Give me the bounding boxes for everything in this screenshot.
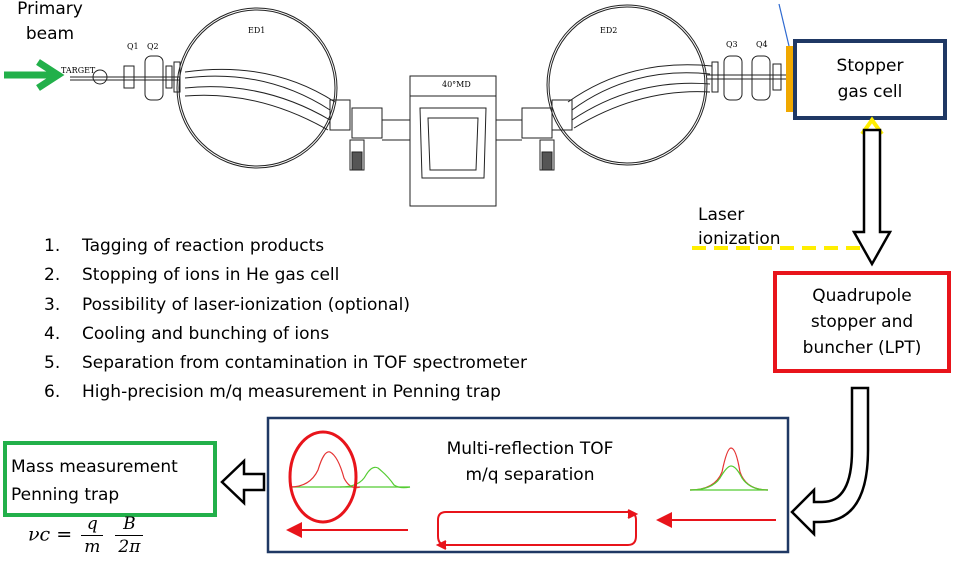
quadrupole-buncher-label: Quadrupole stopper and buncher (LPT) — [802, 286, 922, 358]
beamline-drawing — [70, 4, 790, 207]
step-number: 4. — [44, 323, 61, 344]
step-text: High-precision m/q measurement in Pennin… — [82, 382, 501, 403]
transfer-arrow-down — [851, 128, 893, 267]
transfer-arrow-curved — [790, 386, 870, 538]
stopper-gas-cell-box — [793, 39, 947, 120]
md-magnet — [409, 75, 497, 207]
transfer-arrow-left — [220, 458, 266, 506]
step-number: 6. — [44, 382, 61, 403]
beam-pointer-line — [778, 3, 790, 47]
q2-magnet — [144, 55, 164, 101]
ed2-label: ED2 — [600, 26, 618, 35]
formula-m: m — [84, 537, 101, 557]
process-steps-list: 1. Tagging of reaction products 2. Stopping… — [44, 232, 527, 408]
formula-q: q — [81, 513, 104, 536]
step-text: Cooling and bunching of ions — [82, 323, 330, 344]
stopper-gas-cell-label: Stopper gas cell — [836, 56, 904, 102]
formula-2pi: 2π — [118, 537, 141, 557]
mass-measurement-label: Mass measurement Penning trap — [11, 457, 178, 505]
selected-peak-circle — [288, 430, 358, 524]
q4-label: Q4 — [756, 40, 768, 49]
step-item: 4. Cooling and bunching of ions — [44, 320, 527, 349]
fraction-b-2pi: B 2π — [115, 513, 144, 558]
step-text: Possibility of laser-ionization (optiona… — [82, 294, 410, 315]
ed1-sphere — [176, 7, 338, 169]
step-item: 1. Tagging of reaction products — [44, 232, 527, 261]
target-label: TARGET — [61, 66, 96, 75]
md-label: 40°MD — [442, 80, 471, 89]
formula-b: B — [115, 513, 144, 536]
separated-peaks — [288, 430, 411, 524]
step-text: Stopping of ions in He gas cell — [82, 265, 340, 286]
mrtof-label: Multi-reflection TOF m/q separation — [446, 439, 614, 485]
mass-measurement-box — [3, 441, 217, 517]
ion-path-arrows — [286, 509, 776, 550]
primary-beam-arrow — [4, 59, 65, 91]
step-text: Separation from contamination in TOF spe… — [82, 353, 527, 374]
formula-lhs: νc = — [28, 523, 73, 546]
fraction-q-m: q m — [81, 513, 104, 558]
ed1-label: ED1 — [248, 26, 266, 35]
cyclotron-formula: νc = q m B 2π — [28, 513, 146, 558]
ed2-sphere — [546, 4, 708, 166]
step-item: 6. High-precision m/q measurement in Penn… — [44, 378, 527, 407]
q3-magnet — [723, 55, 743, 101]
laser-ionization-label: Laser ionization — [698, 205, 781, 249]
gas-cell-window — [786, 46, 794, 112]
step-text: Tagging of reaction products — [82, 236, 325, 256]
quadrupole-buncher-box — [773, 271, 951, 373]
step-item: 3. Possibility of laser-ionization (optio… — [44, 291, 527, 320]
q2-label: Q2 — [147, 42, 159, 51]
q4-magnet — [751, 55, 771, 101]
primary-beam-label: Primary beam — [17, 0, 83, 44]
step-item: 2. Stopping of ions in He gas cell — [44, 261, 527, 290]
q1-magnet — [123, 65, 135, 89]
step-item: 5. Separation from contamination in TOF s… — [44, 349, 527, 378]
mixed-peaks — [689, 447, 769, 491]
q3-label: Q3 — [726, 40, 738, 49]
q1-label: Q1 — [127, 42, 139, 51]
step-number: 5. — [44, 353, 61, 374]
step-number: 2. — [44, 265, 61, 286]
step-number: 1. — [44, 236, 61, 256]
step-number: 3. — [44, 294, 61, 315]
